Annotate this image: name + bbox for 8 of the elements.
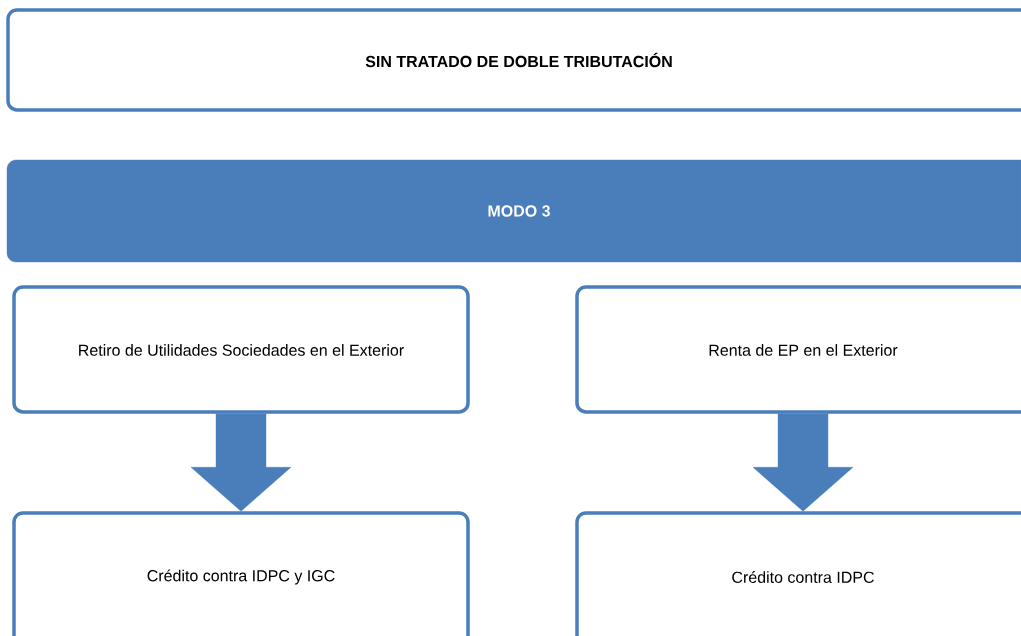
text-box: Retiro de Utilidades Sociedades en el Exterior xyxy=(12,285,470,414)
text-box: Crédito contra IDPC y IGC xyxy=(12,511,470,636)
text-box: Crédito contra IDPC xyxy=(575,511,1021,636)
header-bar: MODO 3 xyxy=(6,159,1021,263)
text-box: Renta de EP en el Exterior xyxy=(575,285,1021,414)
block-arrow xyxy=(752,413,854,512)
block-arrow xyxy=(190,413,292,512)
text-box: SIN TRATADO DE DOBLE TRIBUTACIÓN xyxy=(6,8,1021,112)
